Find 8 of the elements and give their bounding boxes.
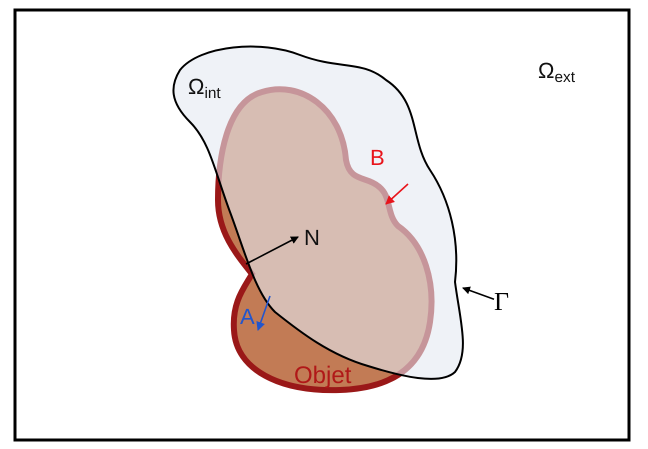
domain-label: Ω$_{int}$ bbox=[188, 76, 221, 102]
vector-label: B bbox=[370, 147, 385, 169]
vector-label: A bbox=[240, 306, 255, 328]
leader-line bbox=[462, 286, 494, 300]
vector-label: N bbox=[304, 227, 320, 249]
object-label: Objet bbox=[294, 364, 352, 388]
domain-label: Ω$_{ext}$ bbox=[538, 60, 575, 86]
boundary-label: Γ bbox=[494, 289, 510, 315]
